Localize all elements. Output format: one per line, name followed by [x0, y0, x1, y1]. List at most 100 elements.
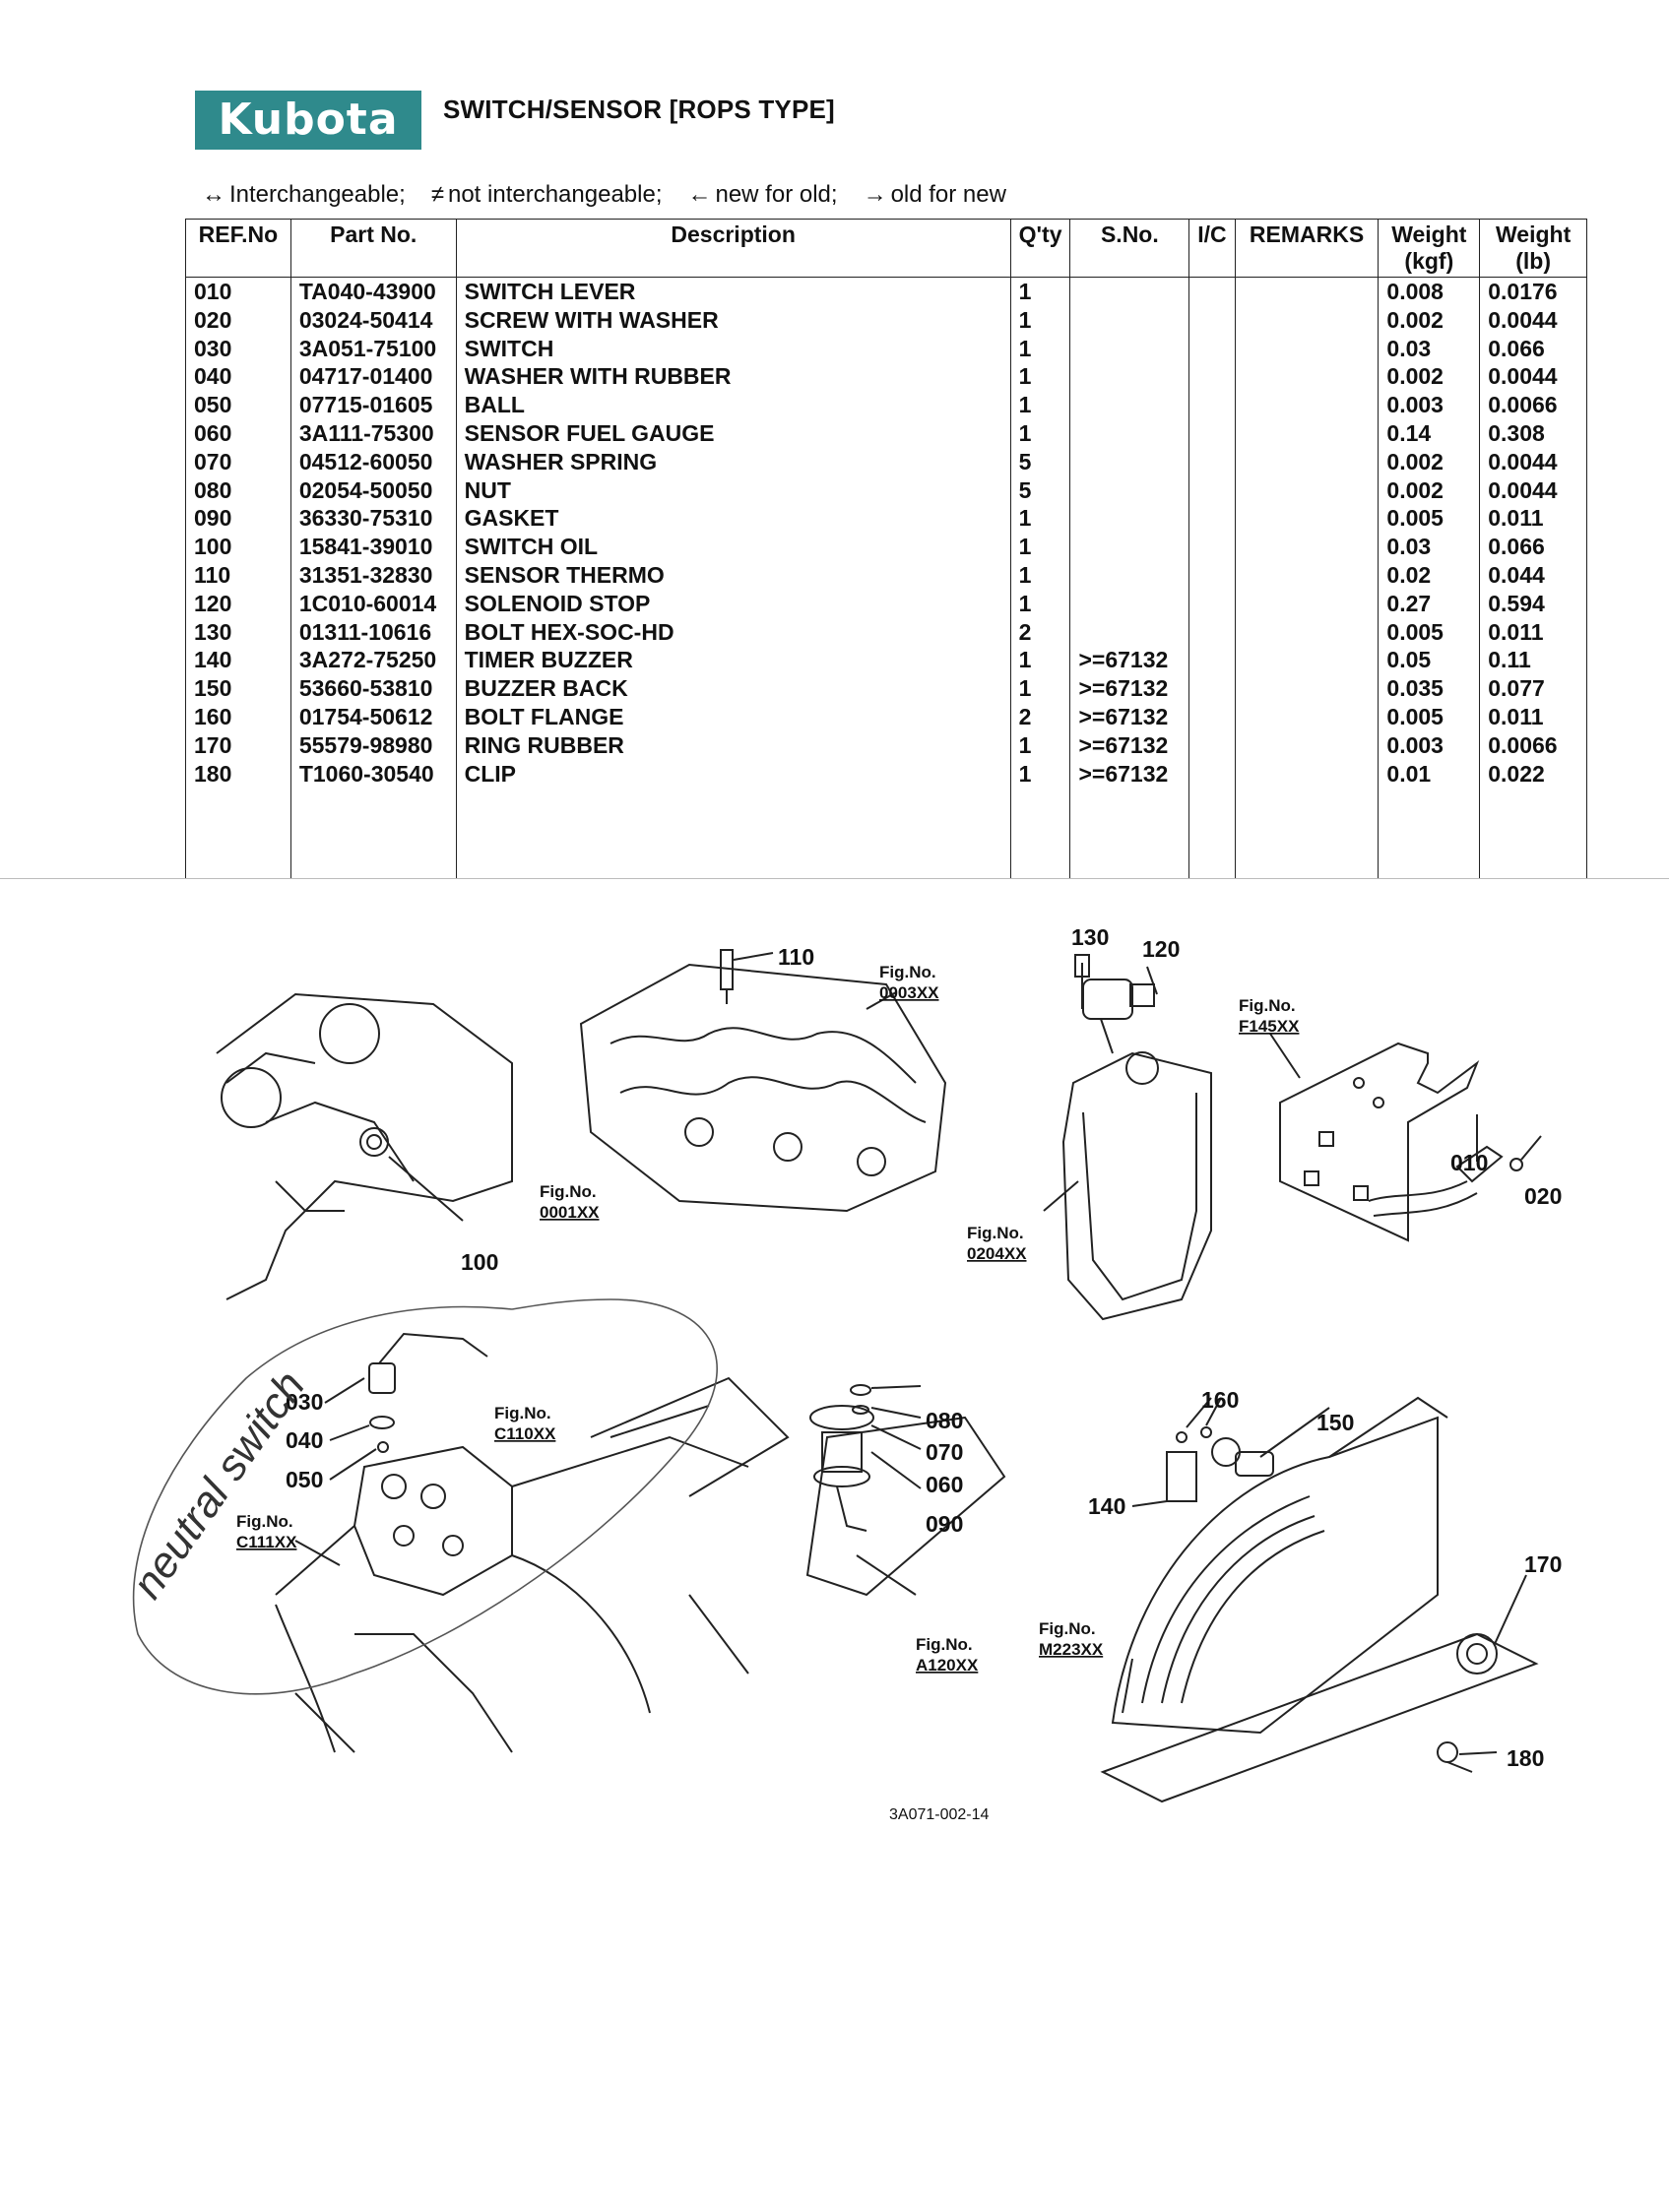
figure-label: Fig.No. [879, 963, 936, 981]
table-cell [1234, 646, 1380, 675]
handwritten-circle [132, 1298, 718, 1695]
table-cell: TA040-43900 [289, 277, 457, 306]
callout-number: 050 [286, 1467, 323, 1492]
table-cell: 1 [1009, 589, 1071, 618]
table-cell [1188, 475, 1236, 505]
table-cell: 0.01 [1378, 759, 1481, 789]
table-cell [1234, 362, 1380, 392]
table-cell: 120 [185, 589, 291, 618]
table-cell: 1 [1009, 560, 1071, 590]
table-cell: 140 [185, 646, 291, 675]
column-header: S.No. [1069, 219, 1190, 278]
table-cell: 1 [1009, 730, 1071, 760]
table-cell [1069, 418, 1190, 448]
table-cell [1069, 362, 1190, 392]
table-cell [1069, 504, 1190, 534]
table-cell: 110 [185, 560, 291, 590]
table-cell [1234, 617, 1380, 647]
table-cell: 01754-50612 [289, 702, 457, 731]
table-cell: 0.0066 [1479, 730, 1587, 760]
table-cell [1188, 305, 1236, 335]
table-cell [1188, 646, 1236, 675]
figure-code: 0204XX [967, 1244, 1027, 1263]
table-cell [185, 788, 291, 879]
column-header: REF.No [185, 219, 291, 278]
callout-number: 130 [1071, 924, 1109, 950]
table-cell: WASHER SPRING [455, 447, 1011, 476]
callout-number: 060 [926, 1472, 963, 1497]
table-cell: 070 [185, 447, 291, 476]
table-cell: 0.0044 [1479, 447, 1587, 476]
table-cell: 0.005 [1378, 702, 1481, 731]
table-cell: SENSOR THERMO [455, 560, 1011, 590]
callout-number: 090 [926, 1511, 963, 1537]
table-cell: 0.044 [1479, 560, 1587, 590]
table-cell: 010 [185, 277, 291, 306]
table-cell: 060 [185, 418, 291, 448]
legend-item: ↔Interchangeable; [202, 181, 406, 208]
table-cell: 040 [185, 362, 291, 392]
table-cell: 2 [1009, 702, 1071, 731]
figure-code: 0003XX [879, 983, 939, 1002]
table-cell: 04512-60050 [289, 447, 457, 476]
table-cell: 0.27 [1378, 589, 1481, 618]
callout-number: 180 [1507, 1745, 1544, 1771]
figure-code: F145XX [1239, 1017, 1300, 1036]
callout-number: 030 [286, 1389, 323, 1415]
table-cell: GASKET [455, 504, 1011, 534]
table-cell: WASHER WITH RUBBER [455, 362, 1011, 392]
table-cell [455, 788, 1011, 879]
figure-label: Fig.No. [967, 1224, 1024, 1242]
table-cell [1378, 788, 1481, 879]
table-cell: 1 [1009, 362, 1071, 392]
column-header: I/C [1188, 219, 1236, 278]
table-cell: 170 [185, 730, 291, 760]
table-cell [1069, 560, 1190, 590]
legend-item: ≠not interchangeable; [430, 181, 663, 208]
table-cell [1188, 560, 1236, 590]
table-cell: BUZZER BACK [455, 674, 1011, 703]
table-cell [1188, 362, 1236, 392]
table-cell: 0.14 [1378, 418, 1481, 448]
callout-number: 080 [926, 1408, 963, 1433]
callout-number: 160 [1201, 1387, 1239, 1413]
table-cell: 0.03 [1378, 533, 1481, 561]
table-cell [1234, 418, 1380, 448]
table-cell [1234, 674, 1380, 703]
table-cell: CLIP [455, 759, 1011, 789]
table-cell: BOLT HEX-SOC-HD [455, 617, 1011, 647]
callout-number: 120 [1142, 936, 1180, 962]
legend-item: ←new for old; [687, 181, 838, 208]
figure-label: Fig.No. [494, 1404, 551, 1422]
bracket-drawing [1269, 1033, 1542, 1242]
table-cell: 1 [1009, 277, 1071, 306]
table-cell [1069, 391, 1190, 419]
table-cell: 03024-50414 [289, 305, 457, 335]
table-cell: 0.002 [1378, 475, 1481, 505]
callout-number: 020 [1524, 1183, 1562, 1209]
table-cell: 0.02 [1378, 560, 1481, 590]
callout-number: 070 [926, 1439, 963, 1465]
table-cell [1234, 305, 1380, 335]
table-cell: BALL [455, 391, 1011, 419]
cylinder-head-drawing [579, 949, 947, 1213]
table-cell [1188, 391, 1236, 419]
gear-case-drawing [1043, 954, 1212, 1321]
table-cell: 0.0176 [1479, 277, 1587, 306]
table-cell [1188, 759, 1236, 789]
table-cell: 2 [1009, 617, 1071, 647]
table-cell: 36330-75310 [289, 504, 457, 534]
table-cell: 100 [185, 533, 291, 561]
table-cell [1234, 277, 1380, 306]
table-cell: 5 [1009, 447, 1071, 476]
table-cell: 1 [1009, 646, 1071, 675]
table-cell [1069, 475, 1190, 505]
table-cell [1009, 788, 1071, 879]
